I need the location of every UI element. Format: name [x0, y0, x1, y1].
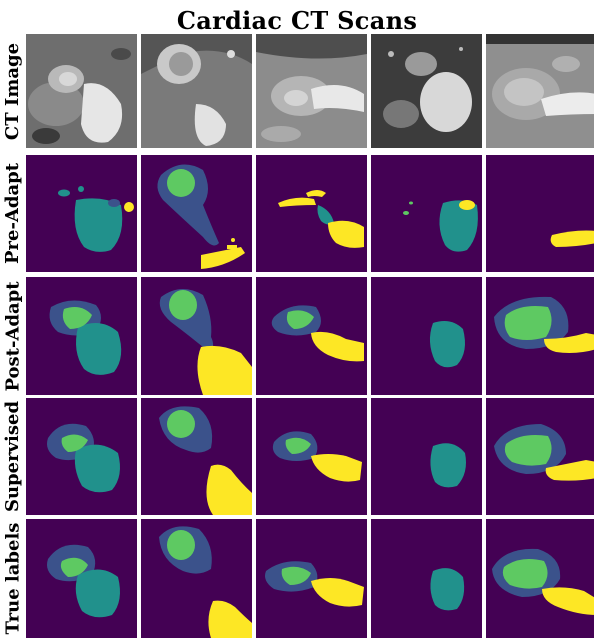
- segmentation-panel: [26, 398, 137, 515]
- row-label-supervised: Supervised: [0, 398, 26, 515]
- segmentation-panel: [256, 277, 367, 395]
- segmentation-panel: [26, 519, 137, 638]
- ct-image-panel: [256, 34, 367, 148]
- segmentation-panel: [141, 155, 252, 272]
- ct-image-panel: [26, 34, 137, 148]
- row-label-ct-image: CT Image: [0, 34, 26, 148]
- row-label-pre-adapt: Pre-Adapt: [0, 155, 26, 272]
- segmentation-panel: [256, 398, 367, 515]
- ct-image-panel: [486, 34, 594, 148]
- row-label-text: Pre-Adapt: [2, 162, 24, 265]
- row-label-text: True labels: [2, 522, 24, 635]
- row-label-text: Supervised: [2, 400, 24, 513]
- segmentation-panel: [371, 155, 482, 272]
- row-label-text: Post-Adapt: [2, 280, 24, 392]
- row-label-post-adapt: Post-Adapt: [0, 277, 26, 395]
- segmentation-panel: [371, 277, 482, 395]
- segmentation-panel: [371, 519, 482, 638]
- segmentation-panel: [486, 277, 594, 395]
- ct-image-panel: [371, 34, 482, 148]
- segmentation-panel: [371, 398, 482, 515]
- row-label-text: CT Image: [2, 42, 24, 140]
- segmentation-panel: [486, 398, 594, 515]
- segmentation-panel: [26, 277, 137, 395]
- ct-image-panel: [141, 34, 252, 148]
- segmentation-panel: [486, 519, 594, 638]
- segmentation-panel: [486, 155, 594, 272]
- figure-title: Cardiac CT Scans: [176, 6, 418, 35]
- row-label-true-labels: True labels: [0, 519, 26, 638]
- segmentation-panel: [256, 519, 367, 638]
- segmentation-panel: [141, 277, 252, 395]
- segmentation-panel: [141, 519, 252, 638]
- segmentation-panel: [256, 155, 367, 272]
- segmentation-panel: [141, 398, 252, 515]
- segmentation-panel: [26, 155, 137, 272]
